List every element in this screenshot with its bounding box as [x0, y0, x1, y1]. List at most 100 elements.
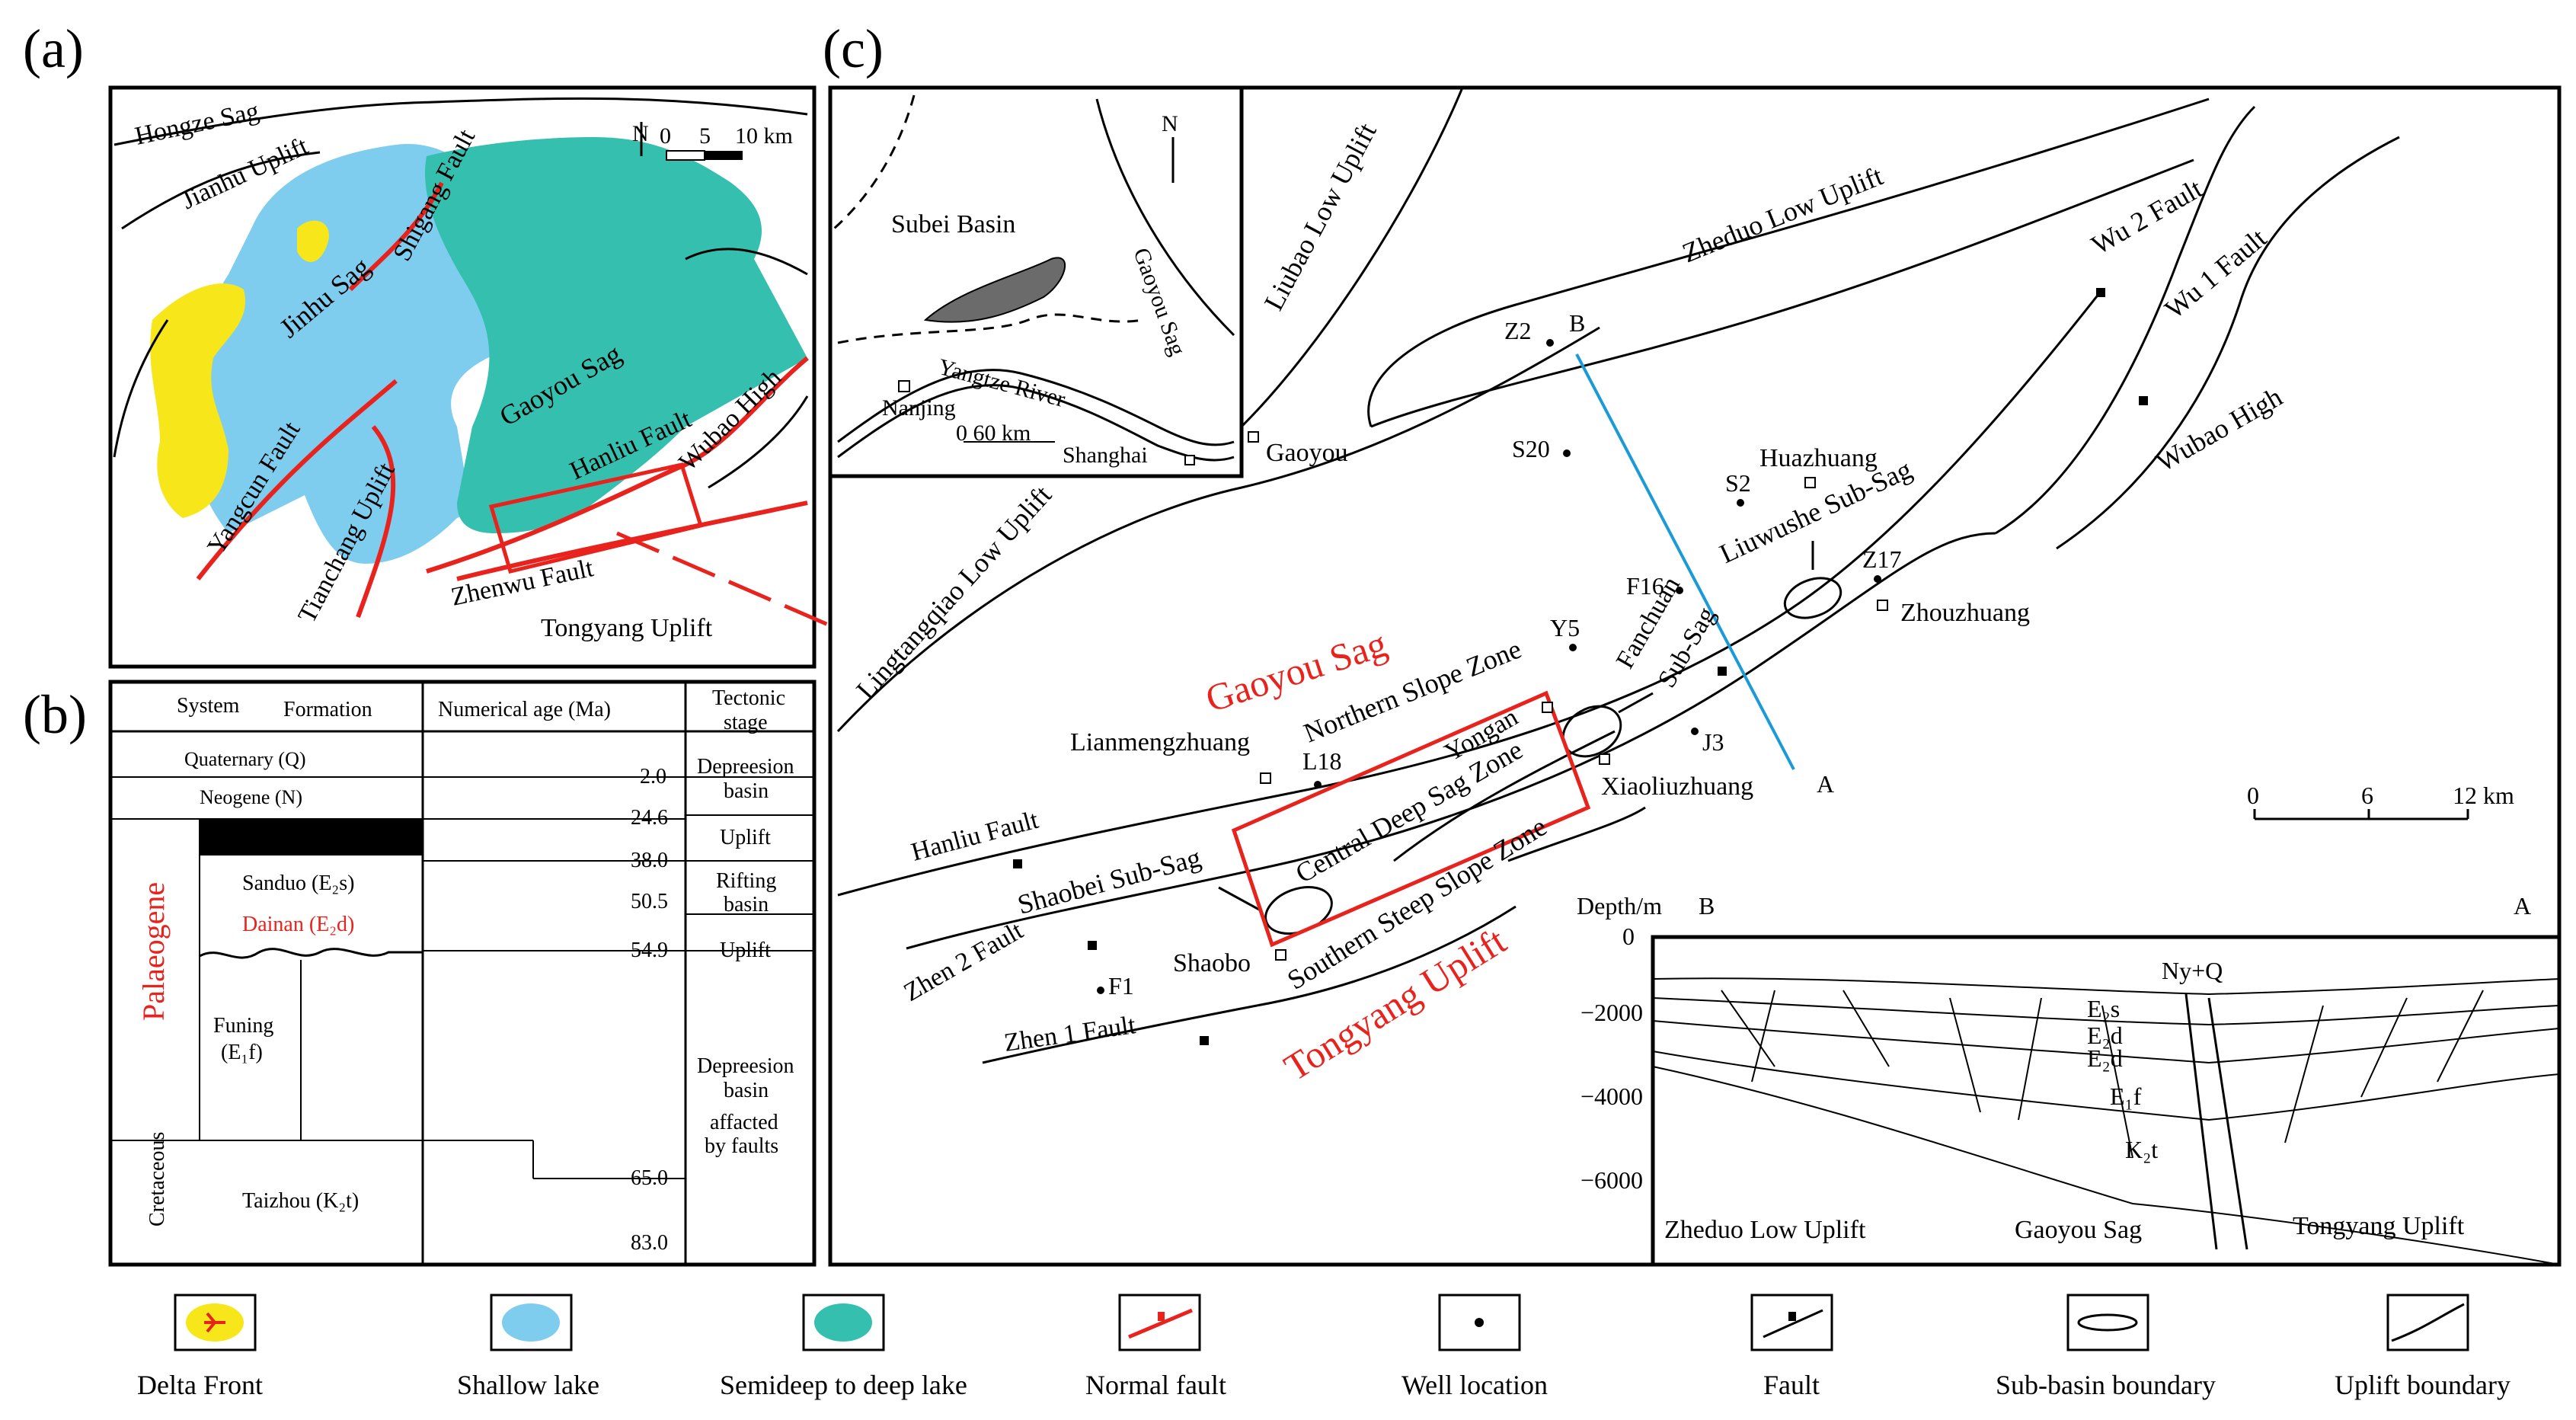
yangcun-fault-line: [196, 379, 398, 580]
legend-delta-arrows: [204, 1312, 225, 1333]
unit-e2s: E₂s: [2087, 995, 2120, 1022]
town-yongan-marker: [1542, 702, 1553, 713]
boundary-small-fault-2: [1393, 730, 1616, 862]
study-area-box-c: [1231, 690, 1591, 948]
age-24-6: 24.6: [631, 806, 668, 830]
stage-rifting-2: basin: [724, 893, 769, 916]
uplift-boundary-east: [685, 248, 808, 276]
tianchang-fault-line: [356, 425, 396, 619]
minor-faults: [1721, 990, 2484, 1159]
legend-normal-fault-box: [1118, 1294, 1201, 1351]
formation-taizhou: Taizhou (K₂t): [242, 1189, 359, 1213]
well-s2: S2: [1725, 469, 1751, 497]
unit-e2d-2: E₂d: [2087, 1044, 2123, 1072]
legend-well-label: Well location: [1401, 1370, 1548, 1400]
boundary-wu1: [2056, 136, 2400, 550]
uplift-boundary-north: [113, 97, 808, 146]
panel-a-scale-0: 0: [660, 123, 671, 149]
unit-e2d: E₂d: [2087, 1022, 2123, 1049]
well-z17: Z17: [1862, 545, 1902, 573]
age-38-0: 38.0: [631, 849, 668, 872]
horizon-5: [1652, 1066, 2560, 1265]
well-f1-dot: [1097, 987, 1104, 994]
inset-subei-basin: Subei Basin: [891, 210, 1015, 238]
inset-north: N: [1162, 111, 1178, 136]
system-palaeogene: Palaeogene: [136, 882, 171, 1021]
stage-uplift-1: Uplift: [720, 826, 771, 849]
scale-c-6: 6: [2361, 782, 2373, 809]
inset-shanghai-marker: [1184, 455, 1195, 465]
legend-well-dot: [1475, 1318, 1484, 1327]
uplift-boundary-jianhu: [121, 151, 321, 230]
well-s2-dot: [1737, 499, 1744, 507]
section-depth-4000: −4000: [1580, 1083, 1643, 1110]
well-s20: S20: [1512, 435, 1550, 462]
legend-normal-fault-line: [1128, 1308, 1193, 1339]
age-54-9: 54.9: [631, 939, 668, 962]
inset-shanghai: Shanghai: [1063, 443, 1148, 468]
town-zhouzhuang: Zhouzhuang: [1900, 599, 2030, 627]
formation-funing-1: Funing: [213, 1014, 273, 1038]
deep-lake-area: [425, 137, 807, 533]
legend-deep-label: Semideep to deep lake: [720, 1370, 967, 1400]
study-area-box-a: [488, 462, 704, 574]
town-xiaoliuzhuang-marker: [1599, 753, 1610, 765]
tick-southern: [1718, 667, 1727, 676]
section-bottom-tongyang: Tongyang Uplift: [2293, 1212, 2465, 1240]
inset-basin-boundary-2: [837, 313, 1143, 344]
hanliu-fault-line: [426, 356, 809, 574]
section-end-b: B: [1569, 309, 1585, 337]
panel-a-scale-10: 10 km: [735, 123, 793, 149]
stage-dep2-2: basin: [724, 1079, 769, 1102]
legend-shallow-swatch: [502, 1303, 560, 1342]
inset-basin-boundary-1: [833, 94, 916, 230]
tick-wu1: [2139, 396, 2148, 405]
formation-neogene: Neogene (N): [200, 786, 302, 808]
legend-uplift-box: [2386, 1294, 2469, 1351]
boundary-zheduo-upper: [1367, 98, 2210, 427]
header-system: System: [177, 694, 240, 718]
town-lianmengzhuang-marker: [1260, 772, 1271, 784]
tick-zhen1: [1200, 1036, 1209, 1045]
unconformity-wave: [199, 948, 423, 959]
system-cretaceous: Cretaceous: [145, 1132, 169, 1227]
age-83-0: 83.0: [631, 1231, 668, 1255]
tick-wu2: [2096, 288, 2105, 297]
header-age: Numerical age (Ma): [438, 698, 611, 721]
legend-fault-label: Fault: [1763, 1370, 1820, 1400]
inset-yangtze-1: [837, 369, 1235, 446]
legend-uplift-line: [2391, 1303, 2465, 1342]
legend: Delta Front Shallow lake Semideep to dee…: [137, 1294, 2510, 1400]
formation-sanduo: Sanduo (E₂s): [242, 872, 354, 895]
panel-a-scale-5: 5: [699, 123, 711, 149]
section-depth-6000: −6000: [1580, 1166, 1643, 1194]
horizon-1: [1652, 977, 2560, 996]
stage-depression-2: basin: [724, 779, 769, 803]
label-tongyang-uplift-a: Tongyang Uplift: [541, 614, 713, 642]
section-depth-2000: −2000: [1580, 999, 1643, 1026]
panel-a-scale-black: [705, 151, 743, 160]
town-zhouzhuang-marker: [1877, 600, 1888, 611]
legend-fault-line: [1763, 1309, 1823, 1338]
uplift-boundary-wubao: [708, 395, 809, 489]
delta-front-area: [150, 283, 245, 518]
legend-deep-swatch: [814, 1303, 872, 1342]
stage-rifting-1: Rifting: [716, 869, 776, 893]
well-z17-dot: [1874, 575, 1881, 583]
legend-normal-fault-label: Normal fault: [1085, 1370, 1226, 1400]
well-f16: F16: [1626, 572, 1664, 600]
stage-dep2-3: affacted: [710, 1111, 778, 1134]
stage-dep2-1: Depreesion: [697, 1054, 794, 1078]
header-stage-1: Tectonic: [712, 686, 785, 710]
well-j3-dot: [1691, 728, 1699, 735]
formation-dainan: Dainan (E₂d): [242, 913, 354, 936]
legend-uplift-label: Uplift boundary: [2335, 1370, 2510, 1400]
delta-front-small: [297, 220, 329, 262]
formation-funing-2: (E₁f): [221, 1041, 263, 1064]
well-y5: Y5: [1550, 614, 1580, 641]
age-50-5: 50.5: [631, 890, 668, 913]
section-bottom-gaoyou: Gaoyou Sag: [2015, 1216, 2142, 1244]
stage-depression-1: Depreesion: [697, 755, 794, 779]
header-stage-2: stage: [724, 711, 768, 734]
